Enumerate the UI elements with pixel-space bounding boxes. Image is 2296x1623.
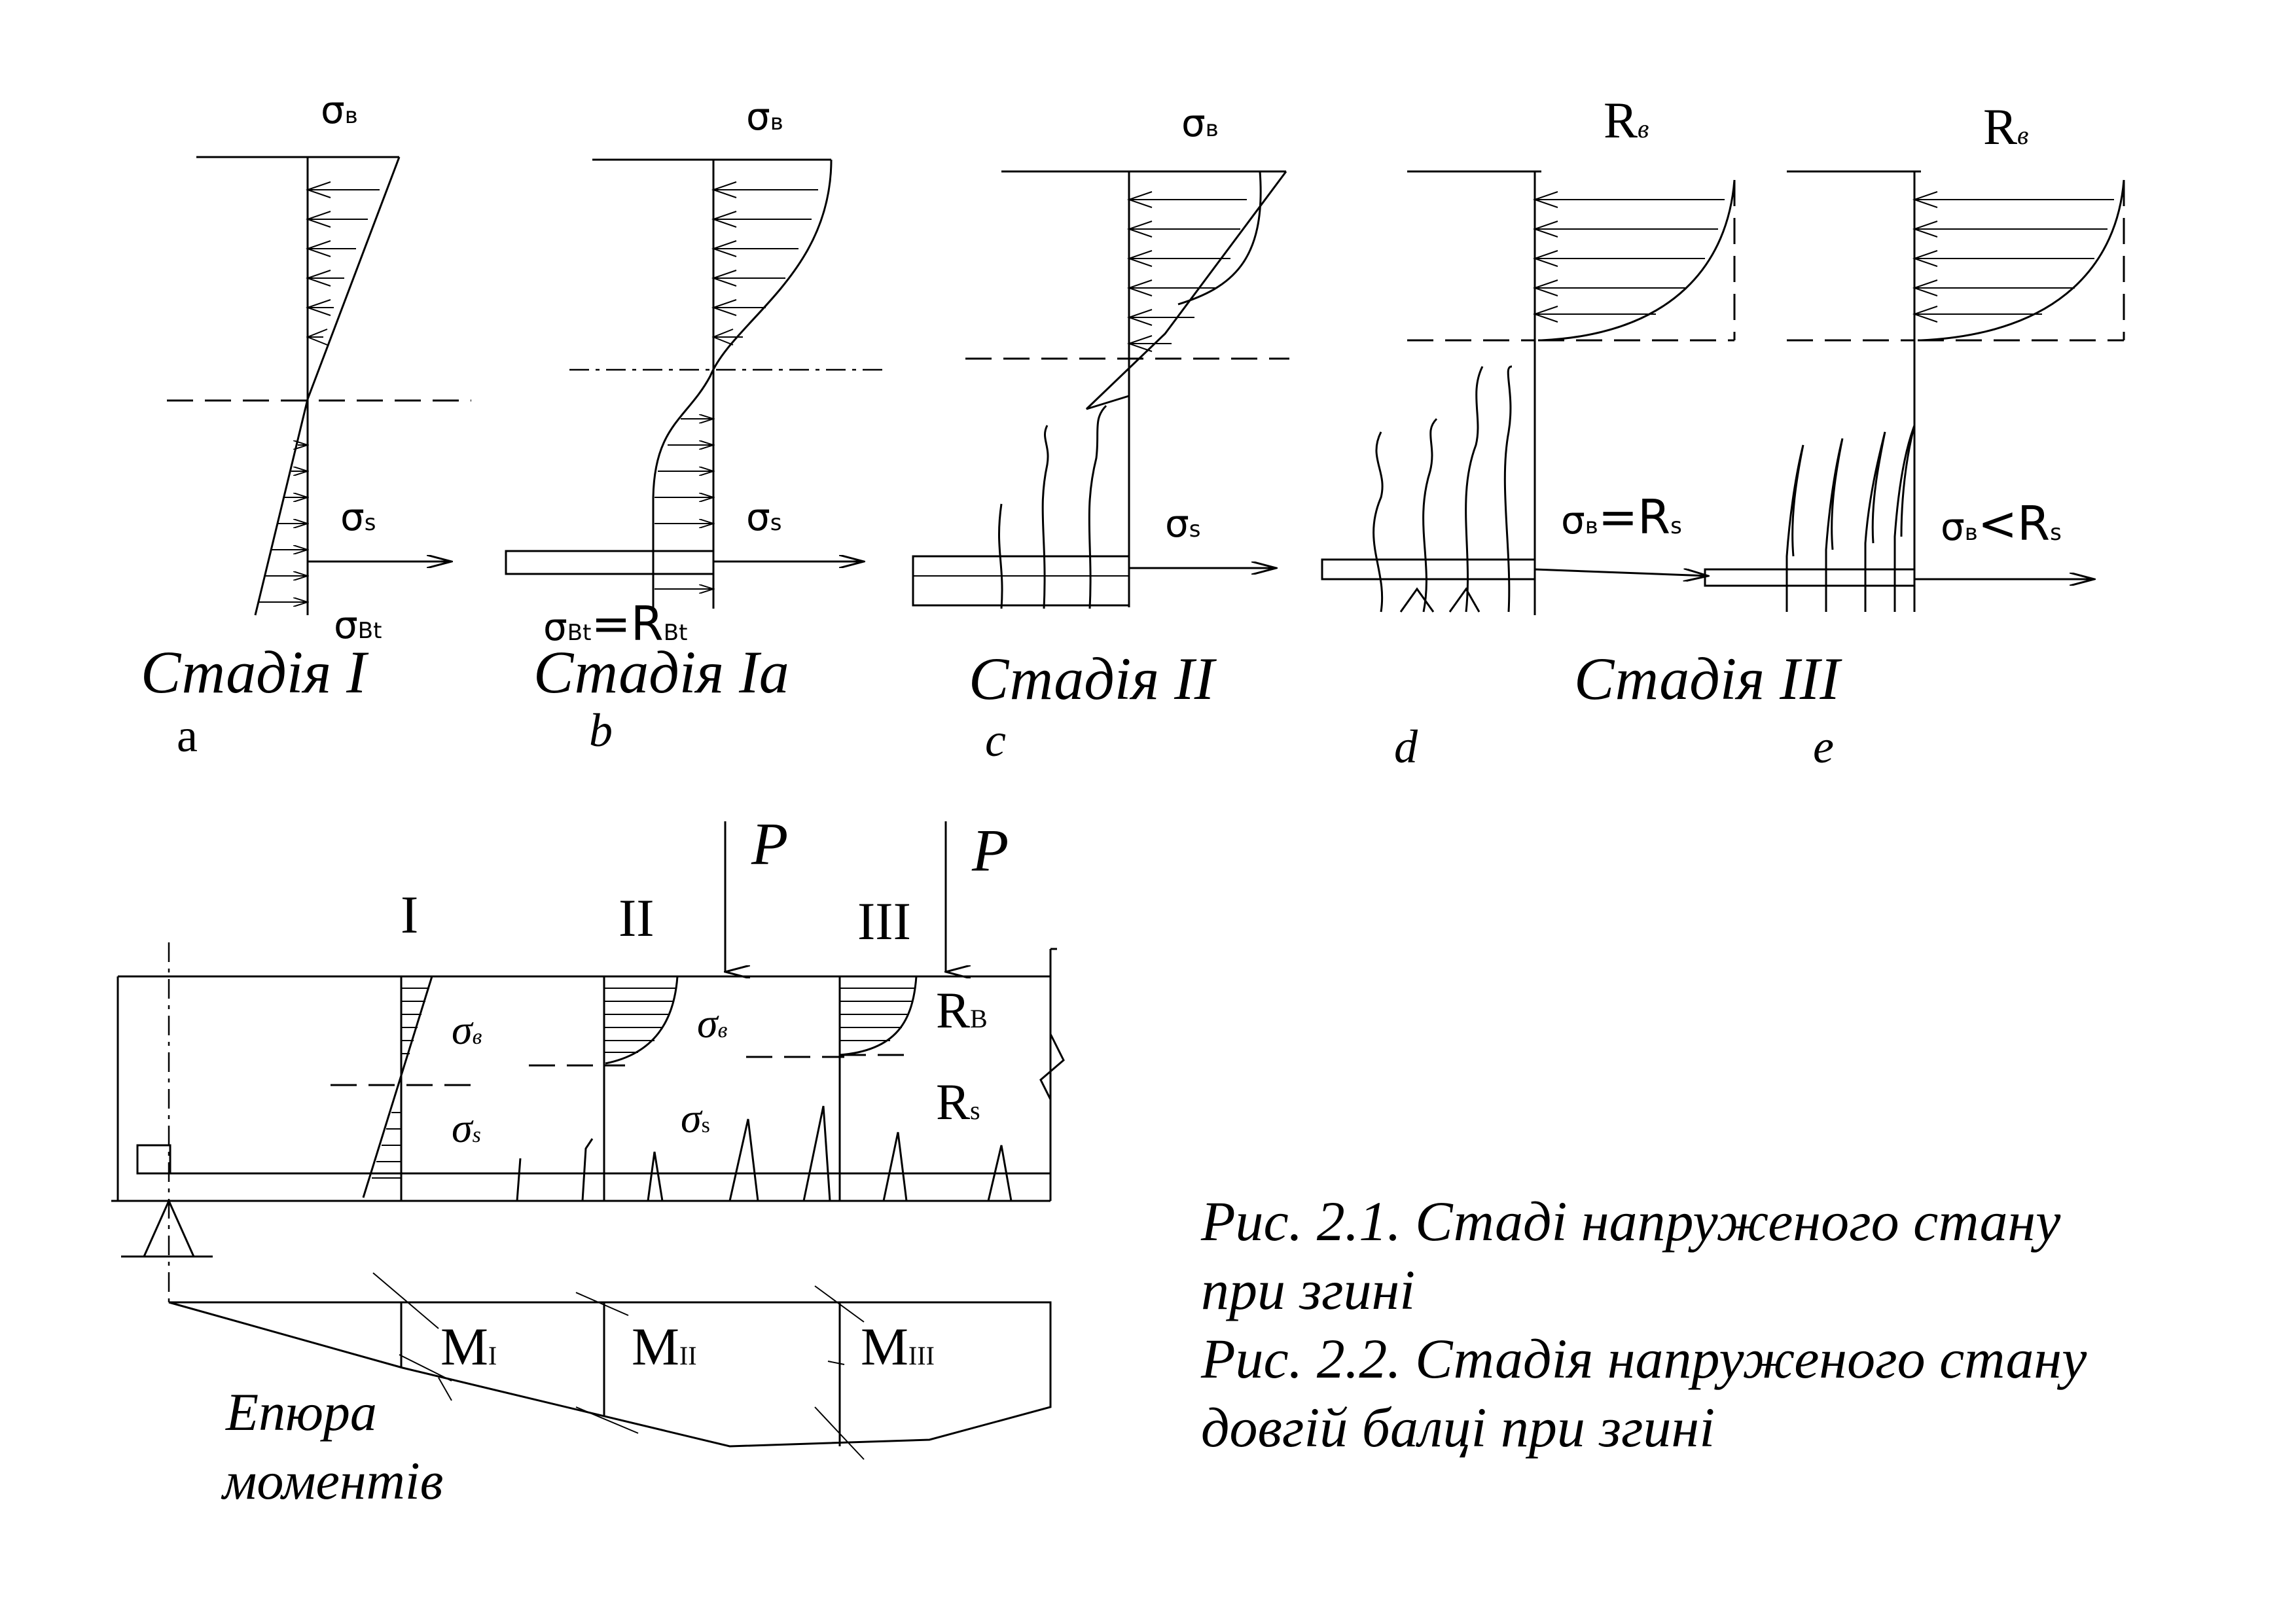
section-label-2: II [619, 888, 655, 948]
stage-b: σв σs σBt=RBt Стадія Ia b [505, 94, 887, 757]
stage-b-steel-sym: σ [746, 495, 770, 539]
stage-a-top-sym: σ [321, 88, 345, 132]
stage-d-letter: d [1394, 721, 1418, 773]
stage-b-bottom-sym: σ [543, 605, 567, 649]
stage-a-steel-sub: s [365, 510, 376, 536]
stage-c-top-sub: в [1206, 116, 1219, 142]
svg-text:σв: σв [452, 1007, 482, 1053]
svg-text:σв: σв [1181, 101, 1219, 145]
svg-text:σBt: σBt [334, 603, 382, 647]
stage-c-top-sym: σ [1181, 101, 1206, 145]
stage-d-steel-eq-sub: s [1670, 513, 1682, 539]
stage-d-top-sym: R [1604, 92, 1638, 149]
svg-text:MI: MI [440, 1317, 497, 1376]
stage-a-steel-sym: σ [340, 495, 365, 539]
sec3-top-sym: R [936, 982, 970, 1039]
svg-text:MIII: MIII [861, 1317, 935, 1376]
stage-b-letter: b [589, 704, 613, 757]
stage-c-label: Стадія II [969, 645, 1217, 712]
caption-line-4: довгій балці при згині [1201, 1396, 1715, 1459]
svg-text:σв: σв [697, 1000, 728, 1046]
svg-text:σBt=RBt: σBt=RBt [543, 596, 687, 651]
svg-text:σв<Rs: σв<Rs [1941, 496, 2062, 551]
section-label-3: III [857, 891, 911, 951]
stage-a-top-sub: в [345, 103, 358, 129]
stage-b-label: Стадія Ia [533, 639, 789, 705]
svg-text:σs: σs [681, 1095, 710, 1141]
sec3-bot-sub: s [970, 1096, 980, 1125]
stage-e-steel-sym: σ [1941, 505, 1965, 549]
svg-text:σв: σв [321, 88, 358, 132]
moment-2-sub: II [679, 1341, 697, 1370]
sec2-top-sym: σ [697, 1000, 719, 1046]
load-label-1: P [751, 810, 788, 877]
moment-1-sub: I [488, 1341, 497, 1370]
caption-line-3: Рис. 2.2. Стадія напруженого стану [1200, 1327, 2087, 1390]
stage-d-steel-sub: в [1585, 513, 1598, 539]
stage-b-bottom-eq: =R [591, 596, 663, 651]
stage-a: σв σs σBt Стадія I a [141, 88, 471, 762]
section-label-1: I [401, 885, 418, 944]
stage-c: σв σs Стадія II c [912, 101, 1289, 766]
caption-line-1: Рис. 2.1. Стаді напруженого стану [1200, 1190, 2061, 1253]
stage-e-steel-eq: <R [1978, 496, 2050, 551]
moment-3-sym: M [861, 1317, 908, 1376]
beam-diagram: I II III P P σв σs σв σs RB Rs MI MII MI… [111, 810, 1065, 1510]
stage-d: Rв σв=Rs d [1321, 92, 1736, 773]
stage-a-bottom-sub: Bt [358, 618, 382, 644]
stage-e-letter: e [1813, 721, 1834, 773]
svg-text:RB: RB [936, 982, 988, 1039]
svg-text:Rs: Rs [936, 1073, 980, 1130]
moment-2-sym: M [632, 1317, 679, 1376]
sec2-bot-sym: σ [681, 1095, 703, 1141]
stage-b-top-sym: σ [746, 94, 770, 139]
svg-text:σs: σs [340, 495, 376, 539]
svg-text:σs: σs [452, 1105, 481, 1151]
stage-b-bottom-sub: Bt [567, 620, 592, 646]
sec1-top-sub: в [473, 1025, 482, 1049]
stage-b-steel-sub: s [770, 510, 782, 536]
stage-c-steel-sym: σ [1165, 501, 1189, 546]
stage-3-label: Стадія III [1574, 645, 1842, 712]
stage-b-top-sub: в [770, 109, 783, 135]
svg-text:MII: MII [632, 1317, 697, 1376]
sec1-bot-sym: σ [452, 1105, 474, 1151]
stage-e-steel-sub: в [1965, 520, 1978, 546]
stage-e-top-sym: R [1983, 98, 2017, 155]
stage-c-steel-sub: s [1189, 516, 1201, 543]
sec1-bot-sub: s [473, 1123, 481, 1147]
stage-c-letter: c [985, 714, 1006, 766]
stage-e: Rв σв<Rs e [1704, 98, 2125, 773]
svg-text:Rв: Rв [1604, 92, 1649, 149]
svg-text:σв: σв [746, 94, 783, 139]
sec2-top-sub: в [718, 1018, 728, 1043]
svg-text:Rв: Rв [1983, 98, 2028, 155]
moment-diagram-label-line2: моментів [221, 1451, 443, 1510]
moment-diagram-label-line1: Епюра [225, 1382, 377, 1442]
stage-e-top-sub: в [2017, 120, 2028, 150]
stage-a-label: Стадія I [141, 639, 369, 705]
moment-1-sym: M [440, 1317, 488, 1376]
stage-d-steel-sym: σ [1561, 498, 1585, 543]
moment-3-sub: III [908, 1341, 935, 1370]
load-label-2: P [971, 817, 1009, 883]
stage-a-letter: a [177, 709, 198, 762]
caption-line-2: при згині [1201, 1258, 1415, 1321]
sec1-top-sym: σ [452, 1007, 474, 1053]
stage-d-steel-eq: =R [1598, 490, 1670, 544]
stage-d-top-sub: в [1638, 114, 1649, 143]
sec3-bot-sym: R [936, 1073, 970, 1130]
figure-caption: Рис. 2.1. Стаді напруженого стану при зг… [1200, 1190, 2087, 1459]
sec2-bot-sub: s [702, 1113, 710, 1137]
stage-a-bottom-sym: σ [334, 603, 358, 647]
svg-text:σs: σs [746, 495, 781, 539]
sec3-top-sub: B [970, 1004, 988, 1033]
svg-text:σs: σs [1165, 501, 1200, 546]
stage-e-steel-eq-sub: s [2050, 520, 2062, 546]
svg-text:σв=Rs: σв=Rs [1561, 490, 1682, 544]
stage-b-bottom-eq-sub: Bt [664, 620, 688, 646]
